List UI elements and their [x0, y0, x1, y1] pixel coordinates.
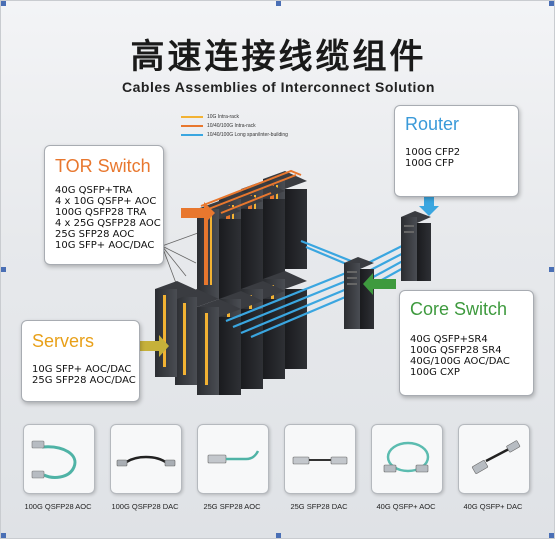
selection-handle[interactable] — [549, 533, 554, 538]
selection-handle[interactable] — [549, 1, 554, 6]
orange-cable-bundle — [200, 169, 302, 214]
product-tile — [197, 424, 269, 494]
product-label: 40G QSFP+ DAC — [463, 502, 523, 511]
selection-handle[interactable] — [1, 533, 6, 538]
selection-handle[interactable] — [276, 1, 281, 6]
sfp-aoc-icon — [207, 450, 260, 464]
legend-swatch-orange — [181, 125, 203, 127]
product-tile — [110, 424, 182, 494]
product-tile — [371, 424, 443, 494]
tor-arrow-icon — [181, 202, 215, 224]
list-item: 100G QSFP28 SR4 — [410, 345, 502, 356]
server-rack-row — [155, 271, 307, 395]
core-switch-card: Core Switch 40G QSFP+SR4 100G QSFP28 SR4… — [399, 290, 534, 396]
router-card: Router 100G CFP2 100G CFP — [394, 105, 519, 197]
servers-list: 10G SFP+ AOC/DAC 25G SFP28 AOC/DAC — [32, 364, 139, 386]
product-card: 40G QSFP+ DAC — [458, 424, 534, 511]
legend-item-long-span: 10/40/100G Long span/inter-building — [181, 131, 288, 139]
product-card: 40G QSFP+ AOC — [371, 424, 447, 511]
router-rack — [401, 211, 431, 281]
product-label: 25G SFP28 DAC — [290, 502, 348, 511]
product-card: 100G QSFP28 AOC — [23, 424, 99, 511]
dac-cable-icon — [116, 455, 176, 467]
qsfp-dac-icon — [472, 440, 521, 474]
title-english: Cables Assemblies of Interconnect Soluti… — [122, 79, 435, 95]
product-strip: 100G QSFP28 AOC 100G QSFP28 DAC 25G SF — [23, 424, 533, 524]
list-item: 100G CFP — [405, 158, 454, 169]
list-item: 10G SFP+ AOC/DAC — [32, 364, 132, 375]
product-tile — [284, 424, 356, 494]
core-switch-rack — [344, 257, 374, 329]
title-chinese: 高速连接线缆组件 — [130, 37, 427, 77]
datacenter-scene — [135, 169, 439, 395]
product-label: 100G QSFP28 DAC — [111, 502, 179, 511]
legend-item-intra-rack: 10G Intra-rack — [181, 113, 288, 121]
product-tile — [23, 424, 95, 494]
servers-title: Servers — [32, 331, 95, 351]
aoc-cable-icon — [31, 440, 77, 479]
product-label: 25G SFP28 AOC — [203, 502, 261, 511]
tor-switch-list: 40G QSFP+TRA 4 x 10G QSFP+ AOC 100G QSFP… — [55, 185, 163, 251]
qsfp-aoc-icon — [383, 441, 430, 473]
legend-swatch-yellow — [181, 116, 203, 118]
servers-card: Servers 10G SFP+ AOC/DAC 25G SFP28 AOC/D… — [21, 320, 140, 402]
tor-switch-card: TOR Switch 40G QSFP+TRA 4 x 10G QSFP+ AO… — [44, 145, 164, 265]
product-tile — [458, 424, 530, 494]
product-label: 40G QSFP+ AOC — [376, 502, 436, 511]
product-card: 100G QSFP28 DAC — [110, 424, 186, 511]
core-switch-list: 40G QSFP+SR4 100G QSFP28 SR4 40G/100G AO… — [410, 334, 533, 378]
selection-handle[interactable] — [549, 267, 554, 272]
selection-handle[interactable] — [276, 533, 281, 538]
legend-label: 10G Intra-rack — [207, 114, 239, 120]
selection-handle[interactable] — [1, 267, 6, 272]
legend: 10G Intra-rack 10/40/100G Intra-rack 10/… — [181, 113, 288, 140]
list-item: 4 x 25G QSFP28 AOC — [55, 218, 161, 229]
legend-item-multi-rate: 10/40/100G Intra-rack — [181, 122, 288, 130]
sfp-dac-icon — [292, 456, 348, 465]
legend-label: 10/40/100G Long span/inter-building — [207, 132, 288, 138]
router-arrow-icon — [419, 195, 439, 216]
list-item: 40G QSFP+SR4 — [410, 334, 488, 345]
core-arrow-icon — [363, 273, 396, 295]
servers-arrow-icon — [135, 335, 169, 357]
legend-swatch-blue — [181, 134, 203, 136]
list-item: 25G SFP28 AOC — [55, 229, 135, 240]
core-switch-title: Core Switch — [410, 299, 508, 319]
legend-label: 10/40/100G Intra-rack — [207, 123, 256, 129]
list-item: 100G QSFP28 TRA — [55, 207, 147, 218]
list-item: 100G CFP2 — [405, 147, 461, 158]
list-item: 10G SFP+ AOC/DAC — [55, 240, 155, 251]
router-title: Router — [405, 114, 460, 134]
list-item: 25G SFP28 AOC/DAC — [32, 375, 136, 386]
router-list: 100G CFP2 100G CFP — [405, 147, 518, 169]
list-item: 40G QSFP+TRA — [55, 185, 133, 196]
product-card: 25G SFP28 AOC — [197, 424, 273, 511]
product-card: 25G SFP28 DAC — [284, 424, 360, 511]
list-item: 40G/100G AOC/DAC — [410, 356, 510, 367]
tor-rack-row — [197, 171, 307, 299]
product-label: 100G QSFP28 AOC — [24, 502, 92, 511]
list-item: 100G CXP — [410, 367, 460, 378]
list-item: 4 x 10G QSFP+ AOC — [55, 196, 157, 207]
tor-switch-title: TOR Switch — [55, 156, 151, 176]
selection-handle[interactable] — [1, 1, 6, 6]
